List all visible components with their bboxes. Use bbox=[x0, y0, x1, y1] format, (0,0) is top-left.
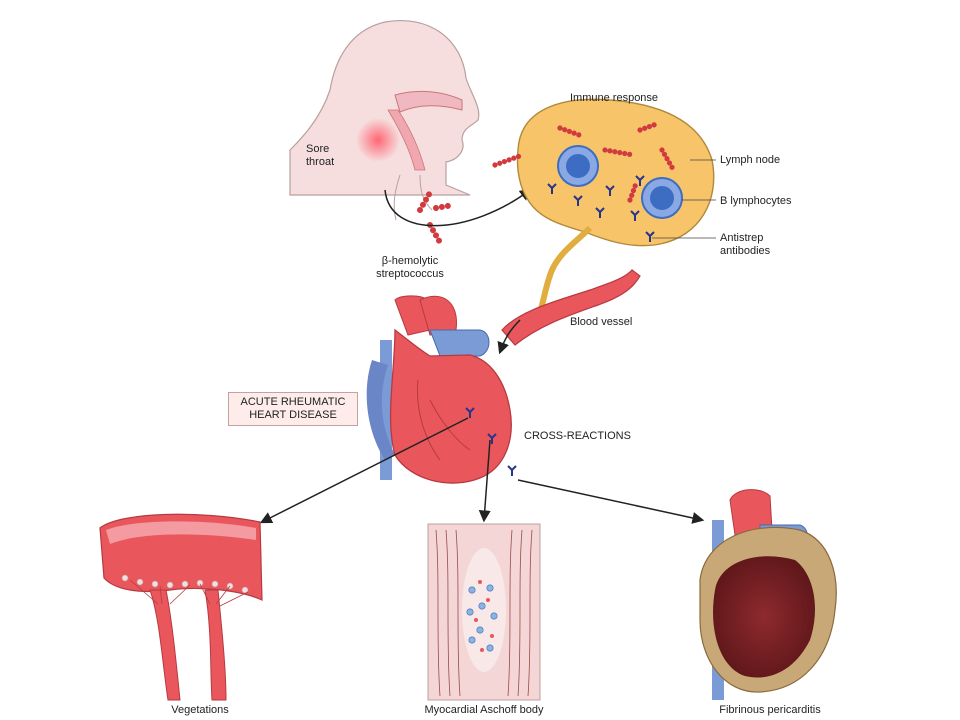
arrow-to-aschoff bbox=[478, 439, 491, 523]
heart-illustration bbox=[366, 295, 517, 484]
b-lymphocyte-cell bbox=[557, 145, 599, 187]
label-fibrinous-pericarditis: Fibrinous pericarditis bbox=[719, 704, 821, 716]
throat-inflammation bbox=[356, 118, 400, 162]
head-illustration bbox=[289, 20, 480, 221]
aschoff-body-illustration bbox=[427, 523, 541, 701]
label-blood-vessel: Blood vessel bbox=[570, 316, 633, 328]
label-immune-response: Immune response bbox=[570, 92, 659, 104]
lymph-node-illustration bbox=[492, 98, 715, 313]
label-myocardial-aschoff-body: Myocardial Aschoff body bbox=[424, 704, 544, 716]
label-vegetations: Vegetations bbox=[171, 704, 229, 716]
label-lymph-node: Lymph node bbox=[720, 154, 781, 166]
arrow-vessel-to-heart bbox=[497, 319, 521, 355]
streptococcus-chains bbox=[417, 191, 451, 244]
label-cross-reactions: CROSS-REACTIONS bbox=[524, 430, 631, 442]
b-lymphocyte-cell bbox=[641, 177, 683, 219]
arrow-to-pericarditis bbox=[517, 479, 705, 524]
blood-vessel bbox=[501, 269, 641, 346]
antibody-markers bbox=[547, 175, 655, 242]
label-b-lymphocytes: B lymphocytes bbox=[720, 195, 792, 207]
arrow-to-vegetations bbox=[259, 417, 469, 524]
leader-lines bbox=[652, 159, 716, 239]
arrow-throat-to-lymph bbox=[384, 188, 532, 227]
pericarditis-illustration bbox=[699, 489, 837, 700]
vegetations-illustration bbox=[99, 513, 263, 701]
